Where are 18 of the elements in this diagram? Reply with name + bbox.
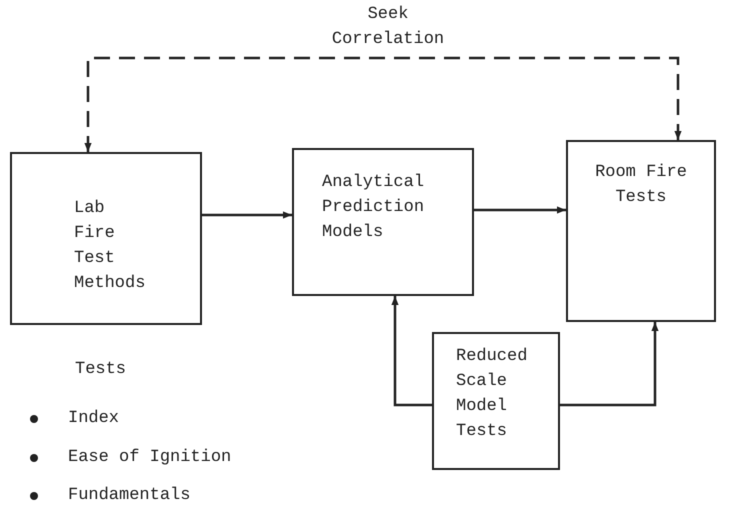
process-box <box>432 332 560 470</box>
box-label: Analytical Prediction Models <box>322 172 426 244</box>
list-heading: Tests <box>75 359 126 381</box>
process-box <box>292 148 474 296</box>
box-label: Reduced Scale Model Tests <box>456 346 528 443</box>
box-label: Room Fire Tests <box>594 162 688 209</box>
process-box <box>566 140 716 322</box>
arrow <box>474 206 566 214</box>
arrow <box>391 296 432 406</box>
list-item: Index <box>68 408 120 430</box>
box-label: Lab Fire Test Methods <box>74 198 146 295</box>
arrow <box>202 211 292 219</box>
arrow <box>560 322 659 406</box>
list-item: Ease of Ignition <box>68 447 232 469</box>
list-item: Fundamentals <box>68 485 190 507</box>
edge-label: Seek Correlation <box>330 4 446 51</box>
dashed-arrow <box>84 56 682 152</box>
process-box <box>10 152 202 325</box>
